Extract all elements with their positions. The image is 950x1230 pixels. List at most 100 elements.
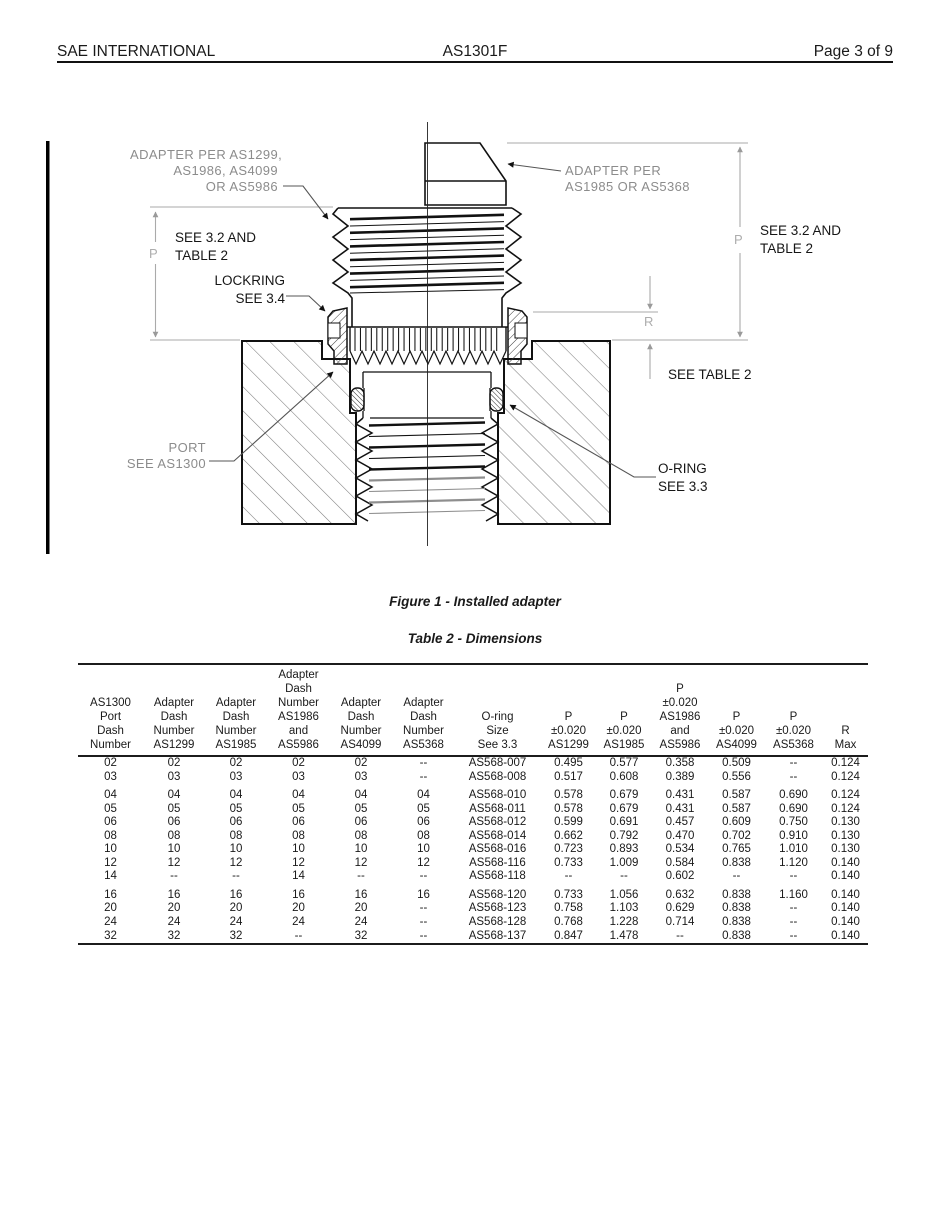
table-cell: 06 xyxy=(229,816,243,829)
table-cell: 02 xyxy=(104,757,117,769)
table-cell: 04 xyxy=(292,789,305,802)
installed-adapter-drawing xyxy=(46,122,748,554)
table-cell: -- xyxy=(357,870,365,883)
table-cell: 0.587 xyxy=(722,789,751,802)
label-adapter-left-2: AS1986, AS4099 xyxy=(173,163,278,178)
table-cell: AS568-007 xyxy=(468,757,527,769)
table-cell: 0.124 xyxy=(831,802,860,815)
table-cell: 1.160 xyxy=(779,888,808,901)
table-cell: 0.140 xyxy=(831,902,860,915)
table-cell: 24 xyxy=(104,916,117,929)
table-cell: 0.609 xyxy=(722,816,751,829)
table-cell: -- xyxy=(419,929,428,942)
table-cell: 0.847 xyxy=(554,929,583,942)
table-cell: 0.584 xyxy=(665,856,695,869)
table-cell: 0.702 xyxy=(722,829,751,842)
table-title: Table 2 - Dimensions xyxy=(407,631,543,646)
table-cell: 32 xyxy=(354,929,368,942)
table-cell: 0.690 xyxy=(779,802,808,815)
table-cell: -- xyxy=(232,870,240,883)
table-cell: 0.587 xyxy=(722,802,751,815)
table-cell: 24 xyxy=(167,916,181,929)
table-cell: 04 xyxy=(229,789,243,802)
table-cell: 05 xyxy=(229,802,243,815)
change-bar xyxy=(46,141,50,554)
table-cell: 0.662 xyxy=(554,829,583,842)
leader-lines xyxy=(209,161,656,478)
label-lockring-1: LOCKRING xyxy=(214,273,285,288)
table-cell: 16 xyxy=(104,888,117,901)
knurl-lines xyxy=(354,328,498,351)
table-cell: 0.431 xyxy=(665,802,695,815)
table-cell: 0.714 xyxy=(665,916,695,929)
o-ring-left xyxy=(350,387,365,412)
lower-thread-lines xyxy=(368,421,486,515)
table-cell: -- xyxy=(294,929,303,942)
table-cell: -- xyxy=(419,770,428,783)
table-cell: 02 xyxy=(167,757,181,769)
label-adapter-right-2: AS1985 OR AS5368 xyxy=(565,179,690,194)
dim-label-r: R xyxy=(644,314,654,329)
table-cell: -- xyxy=(789,916,798,929)
table-cell: 1.103 xyxy=(609,902,639,915)
table-cell: 0.509 xyxy=(722,757,751,769)
table-cell: 0.768 xyxy=(554,916,583,929)
table-cell: 10 xyxy=(354,843,368,856)
table-cell: 12 xyxy=(417,856,430,869)
table-cell: 0.690 xyxy=(779,789,808,802)
lower-thread-section xyxy=(354,417,500,522)
table-cell: 32 xyxy=(104,929,117,942)
table-cell: AS568-137 xyxy=(468,929,527,942)
thread-helix-lines xyxy=(349,213,505,294)
table-cell: 1.010 xyxy=(779,843,808,856)
upper-thread-section xyxy=(331,207,523,327)
figure-caption: Figure 1 - Installed adapter xyxy=(389,594,561,609)
table-cell: 0.599 xyxy=(554,816,583,829)
table-cell: 14 xyxy=(104,870,117,883)
table-cell: 0.495 xyxy=(554,757,583,769)
table-cell: 08 xyxy=(354,829,368,842)
table-cell: AS568-123 xyxy=(468,902,527,915)
table-cell: -- xyxy=(732,870,741,883)
table-cell: 0.679 xyxy=(609,802,639,815)
table-cell: 0.577 xyxy=(609,757,639,769)
table-cell: -- xyxy=(419,870,428,883)
leader-oring xyxy=(509,404,656,478)
table-cell: 1.228 xyxy=(609,916,639,929)
table-cell: 0.124 xyxy=(831,770,860,783)
table-cell: 06 xyxy=(104,816,117,829)
table-cell: 20 xyxy=(354,902,368,915)
table-cell: 1.478 xyxy=(609,929,639,942)
table-cell: 0.130 xyxy=(831,843,860,856)
table-cell: 08 xyxy=(229,829,243,842)
table-cell: -- xyxy=(789,929,798,942)
table-cell: -- xyxy=(789,870,798,883)
label-see32-right-1: SEE 3.2 AND xyxy=(760,223,842,238)
table-cell: 12 xyxy=(292,856,305,869)
leader-adapter-right xyxy=(507,161,562,172)
dim-label-p-left: P xyxy=(149,246,158,261)
table-cell: 06 xyxy=(417,816,430,829)
label-see32-left-2: TABLE 2 xyxy=(175,248,229,263)
table-cell: 0.470 xyxy=(665,829,695,842)
knurl-teeth xyxy=(349,349,507,366)
table-cell: -- xyxy=(564,870,573,883)
table-cell: 0.140 xyxy=(831,856,860,869)
table-cell: 20 xyxy=(167,902,181,915)
